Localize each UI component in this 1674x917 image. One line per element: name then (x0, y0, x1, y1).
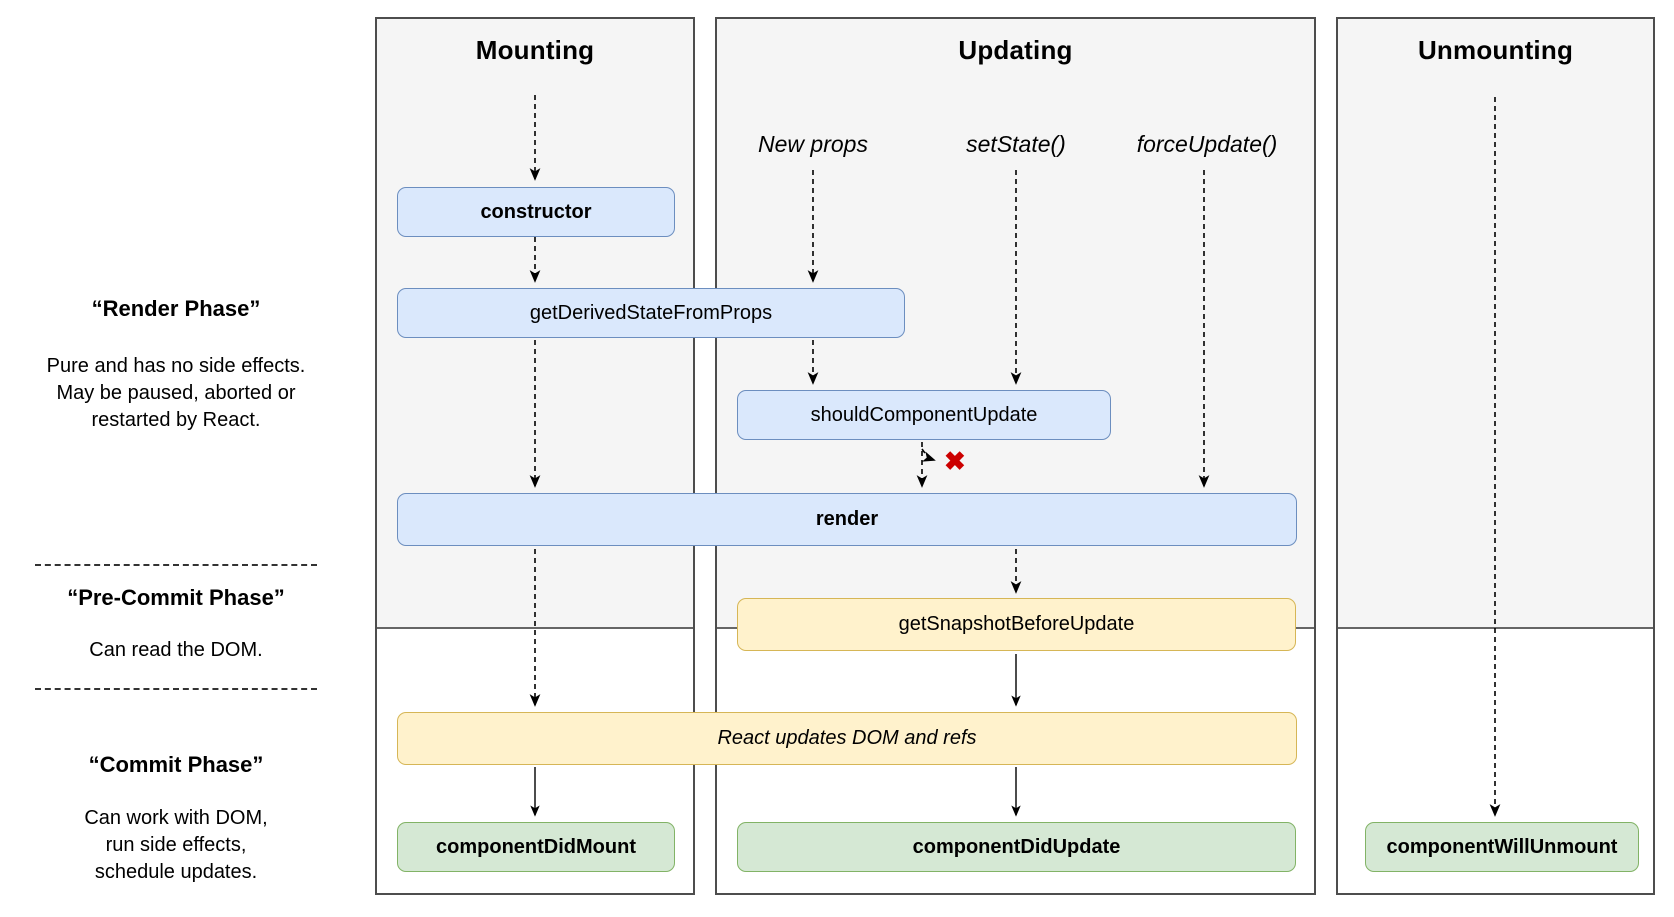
node-component-did-update: componentDidUpdate (737, 822, 1296, 872)
node-constructor: constructor (397, 187, 675, 237)
commit-phase-title: “Commit Phase” (88, 752, 264, 777)
column-header-updating: Updating (958, 35, 1073, 65)
event-label-new-props: New props (758, 131, 868, 157)
pre-commit-phase-title: “Pre-Commit Phase” (67, 585, 285, 610)
pre-commit-phase-description: Can read the DOM. (89, 639, 263, 661)
pre-commit-phase-label: “Pre-Commit Phase” (20, 585, 332, 611)
render-phase-label: “Render Phase” (20, 296, 332, 322)
unmounting-render-phase-region (1338, 19, 1653, 629)
event-label-setstate: setState() (966, 131, 1066, 157)
render-phase-title: “Render Phase” (91, 296, 261, 321)
node-component-will-unmount: componentWillUnmount (1365, 822, 1639, 872)
skip-render-x-icon: ✖ (944, 446, 966, 476)
commit-phase-label: “Commit Phase” (20, 752, 332, 778)
node-render: render (397, 493, 1297, 546)
node-react-updates-dom: React updates DOM and refs (397, 712, 1297, 765)
column-header-mounting: Mounting (475, 35, 595, 65)
node-get-derived-state-from-props: getDerivedStateFromProps (397, 288, 905, 338)
phase-divider-bottom (35, 688, 317, 690)
panel-unmounting: Unmounting (1336, 17, 1655, 895)
commit-phase-description: Can work with DOM, run side effects, sch… (84, 807, 268, 883)
render-phase-description: Pure and has no side effects. May be pau… (46, 355, 306, 431)
node-should-component-update: shouldComponentUpdate (737, 390, 1111, 440)
phase-divider-top (35, 564, 317, 566)
node-component-did-mount: componentDidMount (397, 822, 675, 872)
column-header-unmounting: Unmounting (1417, 35, 1574, 65)
node-get-snapshot-before-update: getSnapshotBeforeUpdate (737, 598, 1296, 651)
event-label-forceupdate: forceUpdate() (1136, 131, 1278, 157)
